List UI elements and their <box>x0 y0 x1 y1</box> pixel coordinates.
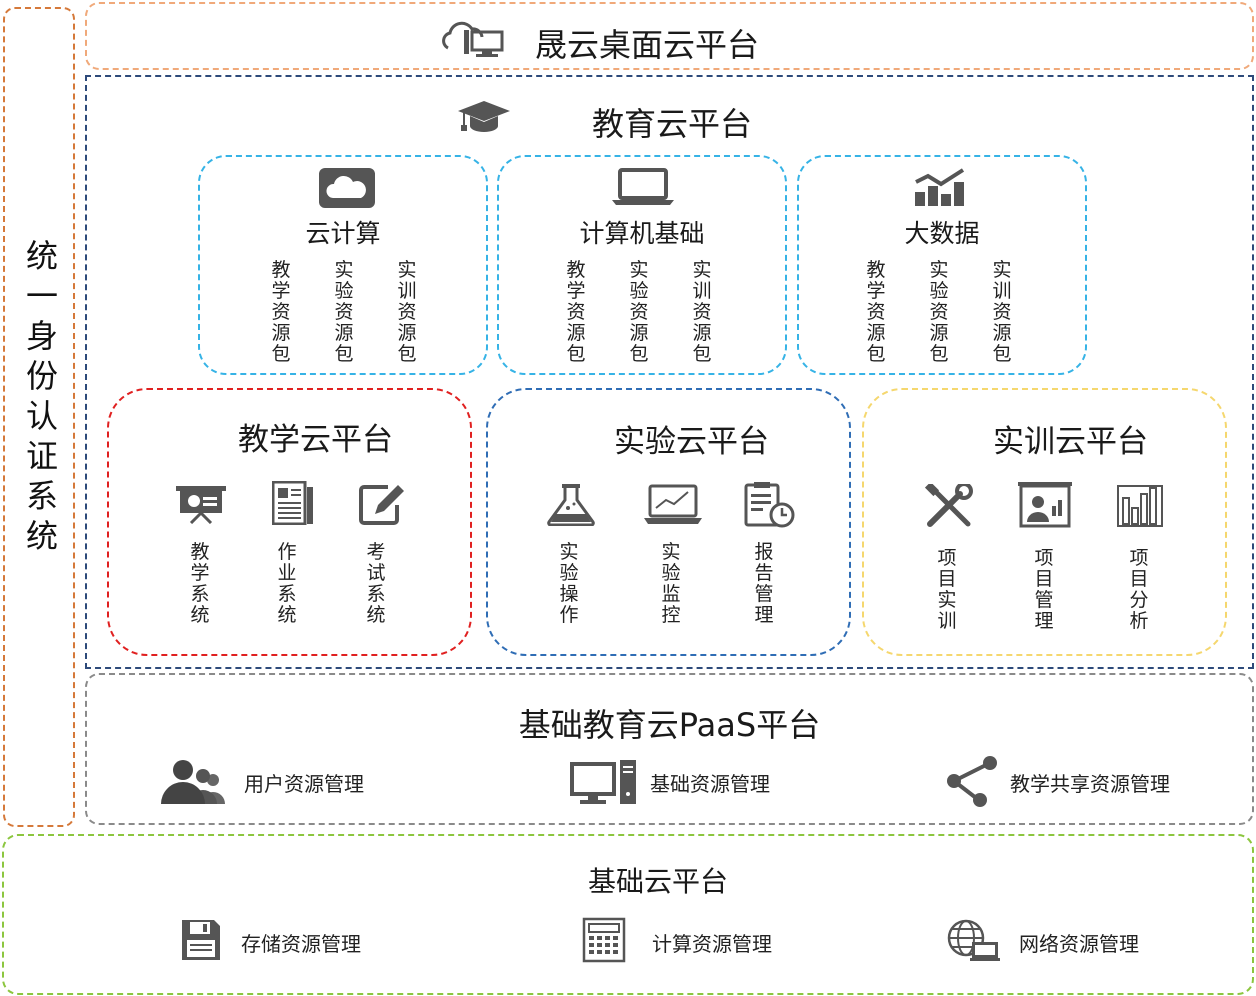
module-item: 教学资源包 <box>566 259 586 365</box>
base-item-label: 计算资源管理 <box>652 932 772 956</box>
module-item: 实训资源包 <box>692 259 712 365</box>
paas-title: 基础教育云PaaS平台 <box>518 706 821 744</box>
tools-icon <box>924 484 974 530</box>
module-big-data <box>797 155 1087 375</box>
module-item: 实训资源包 <box>397 259 417 365</box>
desktop-cloud-panel <box>85 2 1254 70</box>
base-item-label: 网络资源管理 <box>1019 932 1139 956</box>
platform-item: 项目实训 <box>937 547 957 632</box>
graduation-cap-icon <box>456 99 512 135</box>
edu-cloud-title: 教育云平台 <box>592 105 753 143</box>
network-globe-icon <box>946 918 1000 962</box>
floppy-disk-icon <box>180 918 222 962</box>
platform-title: 教学云平台 <box>238 422 393 458</box>
presentation-icon <box>176 486 226 524</box>
clipboard-clock-icon <box>744 481 796 529</box>
identity-auth-label: 统一身份认证系统 <box>26 237 59 555</box>
paas-item-label: 用户资源管理 <box>244 772 364 796</box>
cloud-desktop-icon <box>440 18 506 58</box>
analysis-bars-icon <box>1116 484 1164 528</box>
manager-board-icon <box>1018 482 1072 530</box>
platform-item: 考试系统 <box>366 541 386 626</box>
platform-item: 项目管理 <box>1034 547 1054 632</box>
paas-platform-panel <box>85 673 1254 825</box>
platform-title: 实训云平台 <box>993 424 1148 460</box>
edu-cloud-panel <box>85 75 1254 669</box>
desktop-cloud-title: 晟云桌面云平台 <box>535 26 760 64</box>
platform-item: 报告管理 <box>754 541 774 626</box>
module-item: 教学资源包 <box>271 259 291 365</box>
platform-item: 教学系统 <box>190 541 210 626</box>
edit-icon <box>358 483 406 525</box>
module-item: 实验资源包 <box>929 259 949 365</box>
lab-cloud-platform <box>486 388 851 656</box>
platform-item: 实验监控 <box>661 541 681 626</box>
base-item-label: 存储资源管理 <box>241 932 361 956</box>
module-item: 实训资源包 <box>992 259 1012 365</box>
laptop-icon <box>612 168 674 206</box>
base-title: 基础云平台 <box>588 865 729 898</box>
paas-item-label: 基础资源管理 <box>650 772 770 796</box>
platform-item: 作业系统 <box>277 541 297 626</box>
platform-title: 实验云平台 <box>614 424 769 460</box>
document-icon <box>272 481 314 525</box>
monitor-chart-icon <box>644 484 702 526</box>
bar-chart-icon <box>913 166 967 206</box>
platform-item: 实验操作 <box>559 541 579 626</box>
training-cloud-platform <box>862 388 1227 656</box>
desktop-computer-icon <box>570 758 638 806</box>
module-title: 计算机基础 <box>579 219 705 248</box>
users-icon <box>161 758 235 806</box>
module-title: 大数据 <box>904 219 980 248</box>
platform-item: 项目分析 <box>1129 547 1149 632</box>
flask-icon <box>546 484 596 526</box>
share-icon <box>944 755 1000 807</box>
module-computer-basics <box>497 155 787 375</box>
module-item: 实验资源包 <box>629 259 649 365</box>
cloud-icon <box>319 168 375 208</box>
module-item: 教学资源包 <box>866 259 886 365</box>
module-title: 云计算 <box>305 219 381 248</box>
module-cloud-computing <box>198 155 488 375</box>
teaching-cloud-platform <box>107 388 472 656</box>
calculator-icon <box>582 917 626 963</box>
base-cloud-panel <box>2 834 1254 995</box>
identity-auth-panel <box>3 7 75 827</box>
module-item: 实验资源包 <box>334 259 354 365</box>
paas-item-label: 教学共享资源管理 <box>1010 772 1170 796</box>
